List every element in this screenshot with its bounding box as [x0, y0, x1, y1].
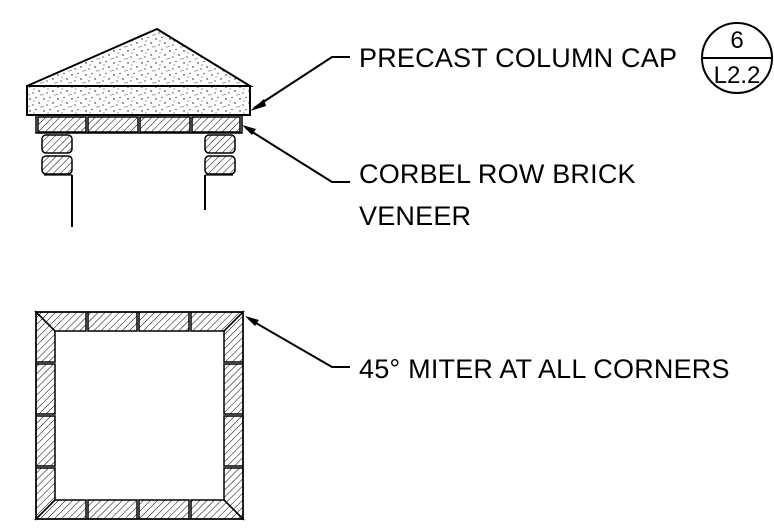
miter-leader	[245, 316, 350, 368]
cap-leader	[250, 56, 350, 111]
detail-sheet: L2.2	[714, 62, 761, 89]
corbel-row	[35, 114, 243, 134]
corbel-label-line2: VENEER	[359, 201, 471, 231]
plan-view: 45° MITER AT ALL CORNERS	[34, 310, 730, 521]
right-brick-column	[204, 134, 236, 210]
corbel-label-line1: CORBEL ROW BRICK	[359, 159, 636, 189]
corbel-leader	[242, 125, 350, 183]
precast-cap-top	[26, 27, 254, 87]
precast-cap-slab	[26, 85, 251, 116]
plan-outer-outline	[35, 311, 244, 520]
detail-tag: 6 L2.2	[701, 22, 773, 94]
elevation-view: PRECAST COLUMN CAP 6 L2.2 CORBEL ROW BRI…	[26, 22, 773, 231]
left-brick-column	[41, 134, 73, 227]
miter-label: 45° MITER AT ALL CORNERS	[359, 354, 730, 384]
cap-label: PRECAST COLUMN CAP	[359, 43, 677, 73]
detail-number: 6	[730, 27, 743, 54]
